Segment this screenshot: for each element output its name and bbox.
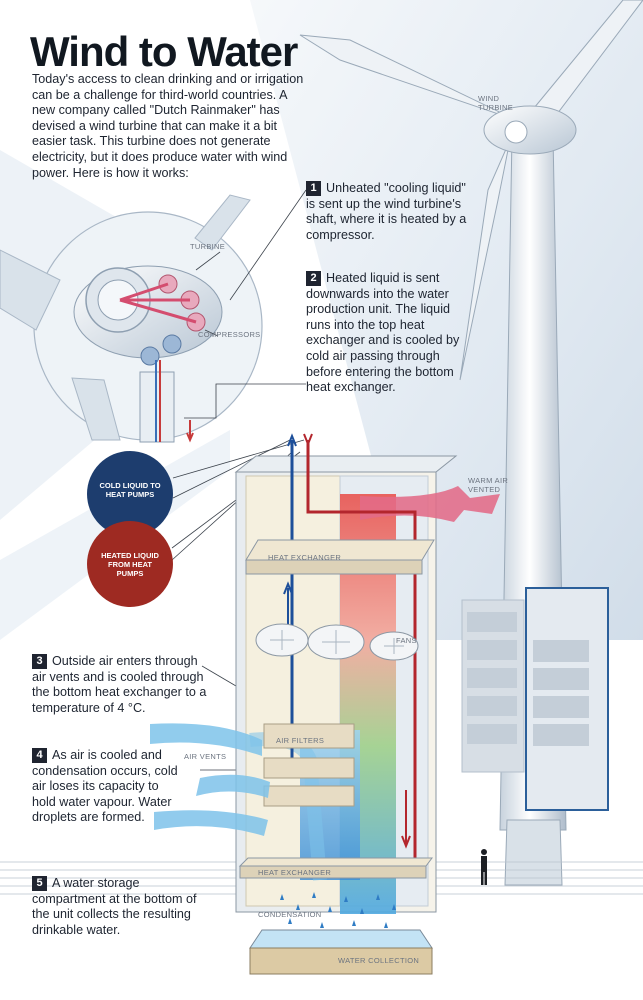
- background-units: [461, 587, 609, 811]
- water-collection-tray: [249, 929, 433, 975]
- bottom-heat-exchanger: [238, 857, 433, 879]
- fans-label: FANS: [396, 636, 417, 645]
- heat-exchanger-bottom-label: HEAT EXCHANGER: [258, 868, 332, 877]
- water-production-unit: [234, 455, 458, 914]
- heat-exchanger-top-label: HEAT EXCHANGER: [268, 553, 342, 562]
- warm-air-label: WARM AIR VENTED: [468, 476, 509, 494]
- page-title: Wind to Water: [30, 28, 298, 75]
- cold-liquid-badge: [87, 451, 173, 537]
- turbine-detail-circle: [0, 194, 263, 443]
- step-text: A water storage compartment at the botto…: [32, 876, 197, 937]
- step-text: As air is cooled and condensation occurs…: [32, 748, 178, 825]
- fans: [255, 623, 419, 661]
- step-number: 2: [306, 271, 321, 286]
- condensation-droplets: [280, 892, 396, 928]
- step-number: 5: [32, 876, 47, 891]
- step-text: Unheated "cooling liquid" is sent up the…: [306, 181, 467, 242]
- person-silhouette: [481, 849, 487, 885]
- air-filters-label: AIR FILTERS: [276, 736, 325, 745]
- compressors-illustration: [119, 274, 206, 366]
- intro-paragraph: Today's access to clean drinking and or …: [32, 72, 304, 180]
- heated-liquid-label: HEATED LIQUID FROM HEAT PUMPS: [101, 551, 159, 578]
- compressors-label: COMPRESSORS: [198, 330, 261, 339]
- heated-liquid-badge: [87, 521, 173, 607]
- condensation-label: CONDENSATION: [258, 910, 322, 919]
- cold-liquid-label: COLD LIQUID TO HEAT PUMPS: [99, 481, 161, 499]
- water-collection-label: WATER COLLECTION: [338, 956, 420, 965]
- step-text: Heated liquid is sent downwards into the…: [306, 271, 460, 395]
- air-vent-streams: [150, 723, 270, 836]
- wind-turbine-label: WIND TURBINE: [478, 94, 514, 112]
- air-filters: [263, 723, 355, 807]
- top-heat-exchanger: [245, 539, 435, 575]
- turbine-label: TURBINE: [190, 242, 226, 251]
- step-number: 4: [32, 748, 47, 763]
- step-number: 1: [306, 181, 321, 196]
- air-vents-label: AIR VENTS: [184, 752, 227, 761]
- step-number: 3: [32, 654, 47, 669]
- step-text: Outside air enters through air vents and…: [32, 654, 207, 715]
